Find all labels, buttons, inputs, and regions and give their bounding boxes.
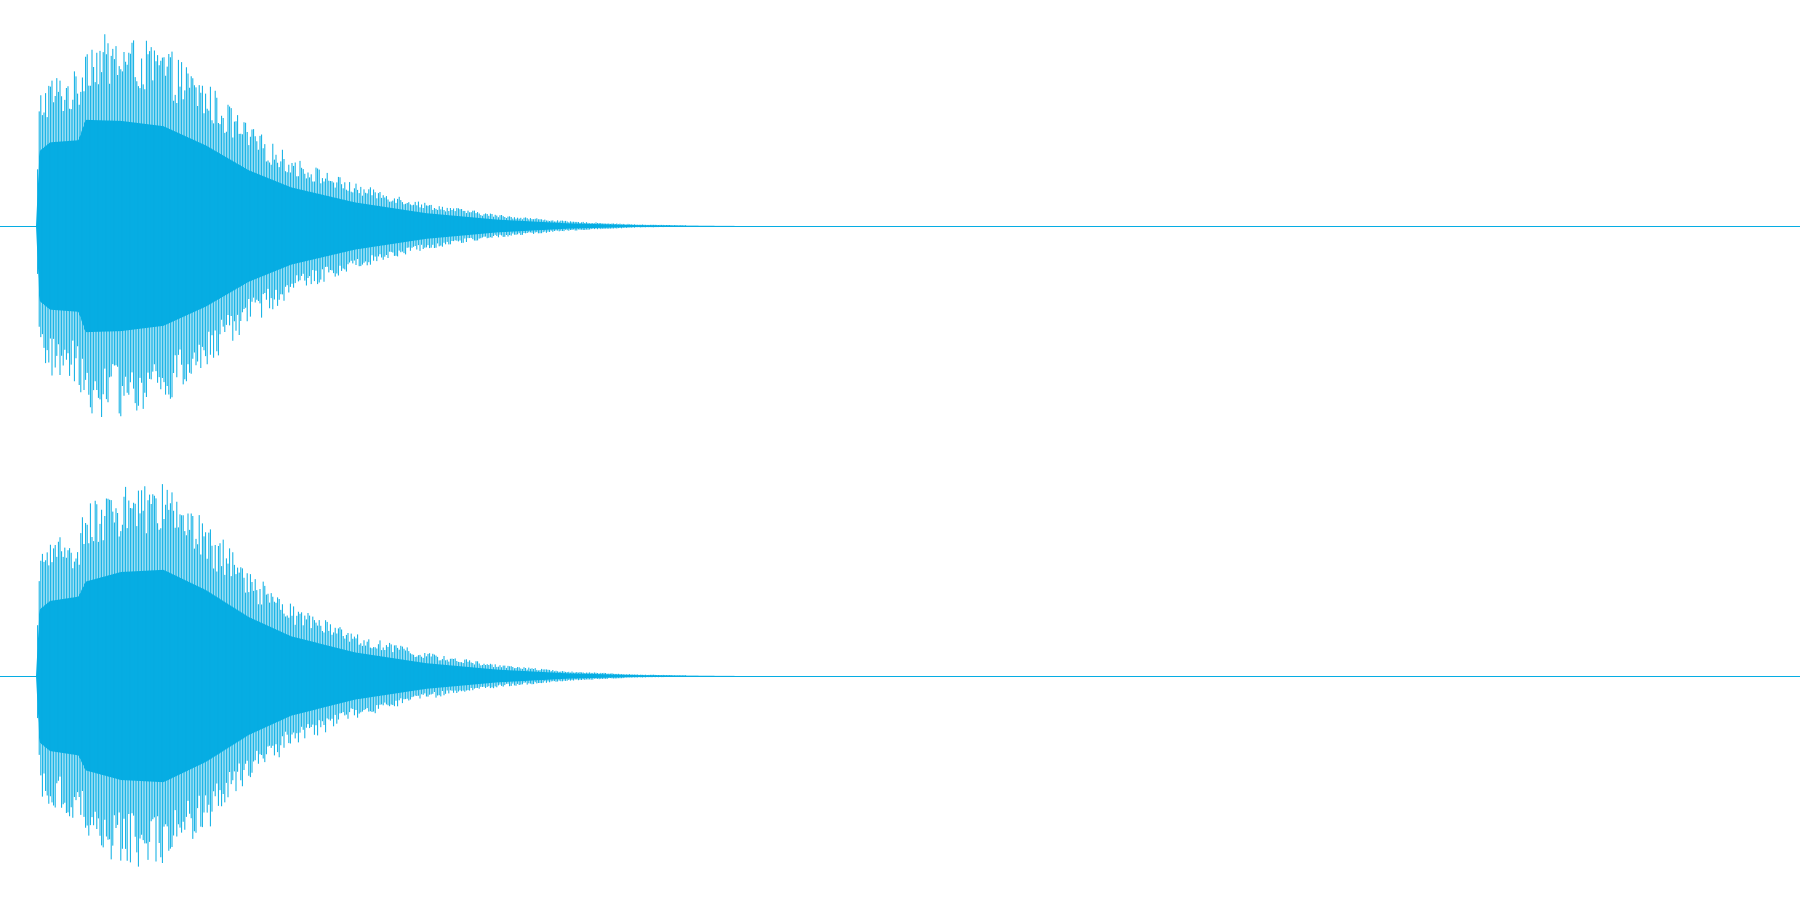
waveform-body: [36, 119, 745, 333]
channel-1-waveform: [0, 34, 1800, 417]
channel-2-waveform: [0, 484, 1800, 867]
waveform-body: [36, 569, 745, 783]
